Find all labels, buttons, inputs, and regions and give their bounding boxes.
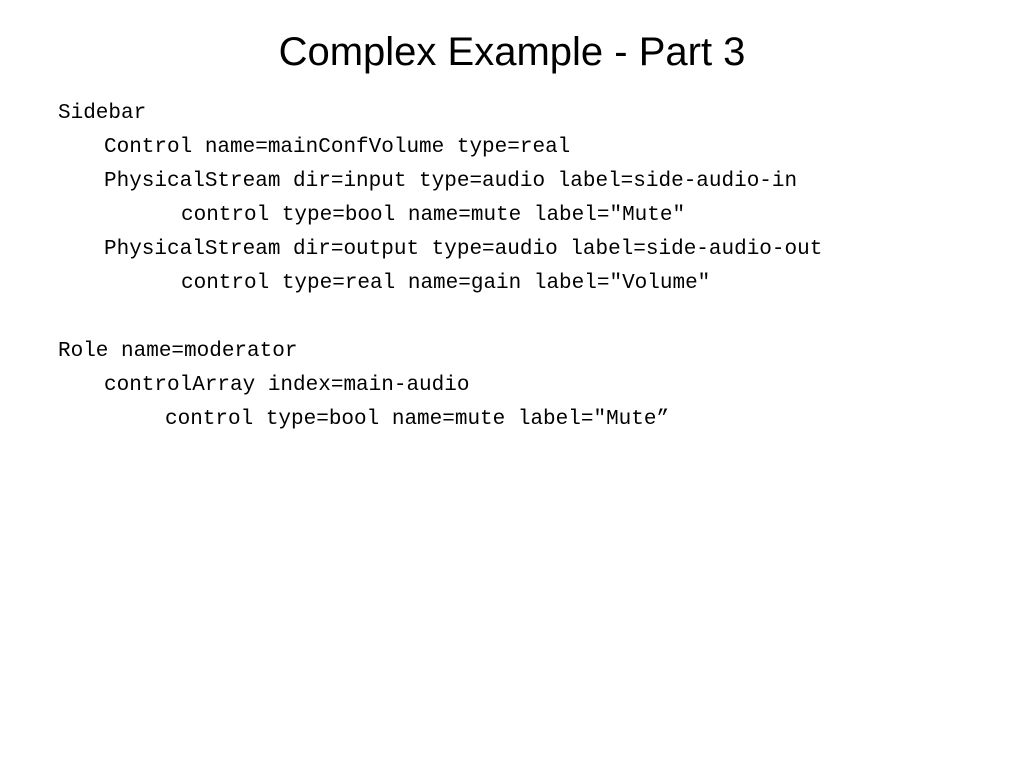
- code-line-control-mute: control type=bool name=mute label="Mute": [181, 204, 686, 227]
- slide-title: Complex Example - Part 3: [278, 30, 746, 74]
- code-line-control-mute-moderator: control type=bool name=mute label="Mute”: [165, 408, 670, 431]
- code-line-sidebar: Sidebar: [58, 102, 147, 125]
- code-line-physicalstream-output: PhysicalStream dir=output type=audio lab…: [104, 238, 823, 261]
- code-line-role-moderator: Role name=moderator: [58, 340, 298, 363]
- code-line-control-mainconfvolume: Control name=mainConfVolume type=real: [104, 136, 571, 159]
- code-line-physicalstream-input: PhysicalStream dir=input type=audio labe…: [104, 170, 798, 193]
- code-block: Sidebar Control name=mainConfVolume type…: [58, 97, 822, 437]
- code-line-blank: [58, 301, 822, 335]
- code-line-controlarray: controlArray index=main-audio: [104, 374, 470, 397]
- code-line-control-gain: control type=real name=gain label="Volum…: [181, 272, 711, 295]
